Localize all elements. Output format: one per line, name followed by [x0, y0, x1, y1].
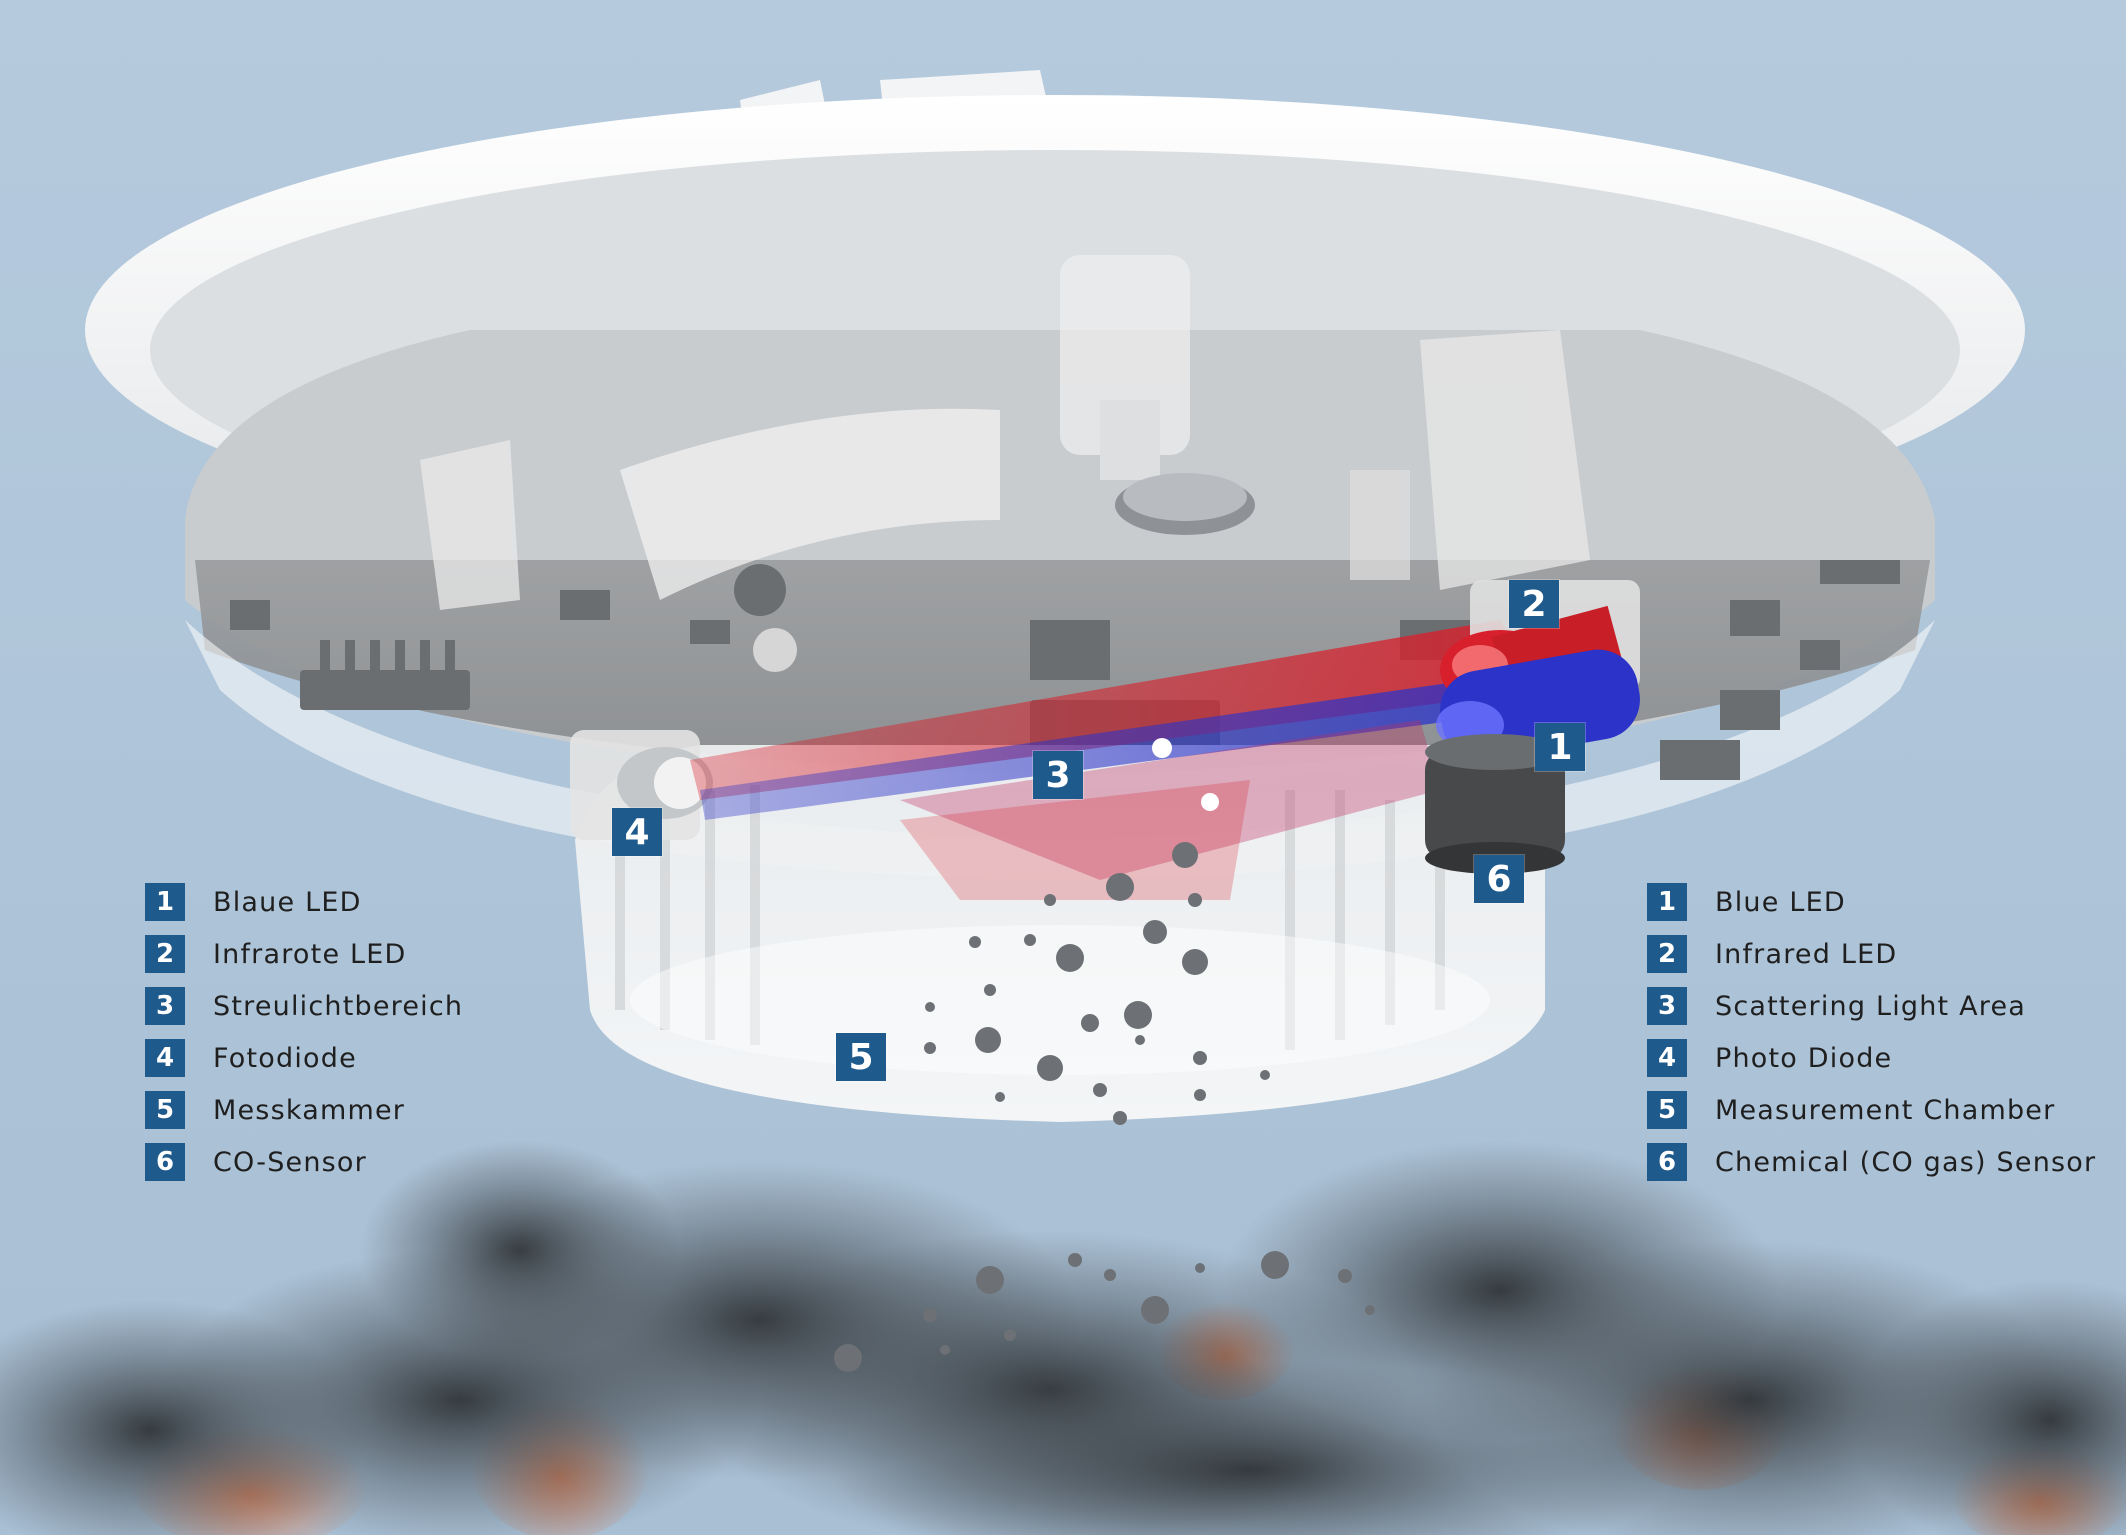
- legend-item: 3 Scattering Light Area: [1647, 980, 2096, 1032]
- legend-number: 1: [1647, 883, 1687, 921]
- legend-label: Infrared LED: [1715, 938, 1898, 970]
- legend-label: Scattering Light Area: [1715, 990, 2027, 1022]
- legend-item: 5 Messkammer: [145, 1084, 463, 1136]
- legend-item: 1 Blaue LED: [145, 876, 463, 928]
- legend-number: 2: [145, 935, 185, 973]
- legend-number: 3: [1647, 987, 1687, 1025]
- legend-label: Blue LED: [1715, 886, 1846, 918]
- legend-label: Streulichtbereich: [213, 990, 464, 1022]
- legend-number: 1: [145, 883, 185, 921]
- legend-label: Chemical (CO gas) Sensor: [1715, 1146, 2097, 1178]
- smoke-particles: [834, 842, 1375, 1372]
- photo-diode: [570, 730, 713, 840]
- legend-number: 5: [1647, 1091, 1687, 1129]
- callout-infrared-led: 2: [1509, 580, 1559, 628]
- legend-item: 3 Streulichtbereich: [145, 980, 463, 1032]
- legend-number: 3: [145, 987, 185, 1025]
- legend-number: 6: [145, 1143, 185, 1181]
- legend-item: 2 Infrarote LED: [145, 928, 463, 980]
- callout-co-sensor: 6: [1474, 855, 1524, 903]
- smoke-clouds: [0, 1140, 2126, 1535]
- legend-item: 4 Fotodiode: [145, 1032, 463, 1084]
- legend-item: 4 Photo Diode: [1647, 1032, 2096, 1084]
- legend-number: 5: [145, 1091, 185, 1129]
- inner-structure: [420, 255, 1590, 610]
- legend-number: 4: [145, 1039, 185, 1077]
- legend-item: 5 Measurement Chamber: [1647, 1084, 2096, 1136]
- legend-label: Infrarote LED: [213, 938, 407, 970]
- battery-icon: [1115, 473, 1255, 535]
- legend-item: 6 CO-Sensor: [145, 1136, 463, 1188]
- legend-label: Photo Diode: [1715, 1042, 1893, 1074]
- legend-label: Fotodiode: [213, 1042, 357, 1074]
- callout-photo-diode: 4: [612, 808, 662, 856]
- legend-number: 2: [1647, 935, 1687, 973]
- legend-label: CO-Sensor: [213, 1146, 367, 1178]
- legend-label: Measurement Chamber: [1715, 1094, 2056, 1126]
- legend-english: 1 Blue LED 2 Infrared LED 3 Scattering L…: [1647, 876, 2096, 1188]
- legend-number: 6: [1647, 1143, 1687, 1181]
- legend-label: Messkammer: [213, 1094, 406, 1126]
- callout-scattering-light-area: 3: [1033, 751, 1083, 799]
- legend-item: 2 Infrared LED: [1647, 928, 2096, 980]
- callout-blue-led: 1: [1535, 723, 1585, 771]
- co-sensor: [1425, 734, 1565, 874]
- callout-measurement-chamber: 5: [836, 1033, 886, 1081]
- legend-label: Blaue LED: [213, 886, 362, 918]
- legend-german: 1 Blaue LED 2 Infrarote LED 3 Streulicht…: [145, 876, 463, 1188]
- legend-number: 4: [1647, 1039, 1687, 1077]
- blue-led: [1436, 649, 1640, 761]
- legend-item: 1 Blue LED: [1647, 876, 2096, 928]
- legend-item: 6 Chemical (CO gas) Sensor: [1647, 1136, 2096, 1188]
- scatter-points: [1152, 738, 1219, 811]
